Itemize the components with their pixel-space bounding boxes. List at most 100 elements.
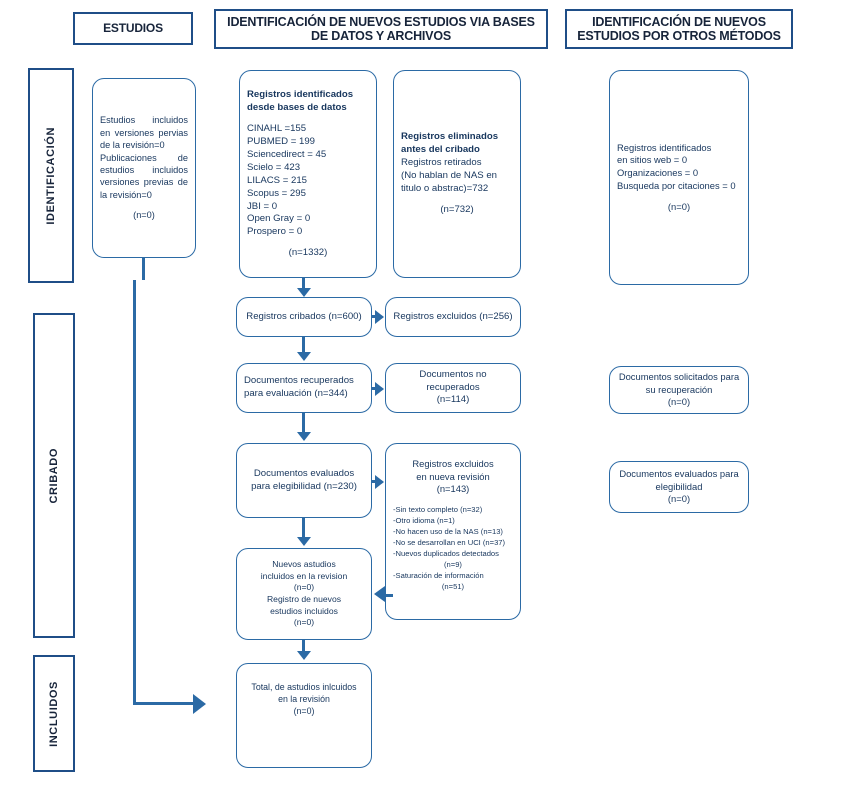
documentos-evaluados-otros-line1: Documentos evaluados para	[619, 467, 739, 479]
connector-cribados-to-recuperados	[302, 337, 305, 352]
reason-duplicados-count: (n=9)	[444, 560, 462, 570]
node-registros-cribados: Registros cribados (n=600)	[236, 297, 372, 337]
registros-identificados-title2: desde bases de datos	[247, 101, 347, 113]
node-documentos-evaluados-elegibilidad: Documentos evaluados para elegibilidad (…	[236, 443, 372, 518]
registros-eliminados-title1: Registros eliminados	[401, 131, 499, 143]
arrow-nuevos-estudios-to-total	[297, 651, 311, 660]
connector-estudios-previos-vertical	[133, 280, 136, 705]
node-nuevos-estudios-incluidos: Nuevos astudios incluidos en la revision…	[236, 548, 372, 640]
registros-eliminados-line1: Registros retirados	[401, 157, 482, 169]
arrow-identificados-to-cribados	[297, 288, 311, 297]
node-documentos-no-recuperados: Documentos no recuperados (n=114)	[385, 363, 521, 413]
nuevos-estudios-line2: incluidos en la revision	[260, 570, 348, 581]
reason-otro-idioma: -Otro idioma (n=1)	[393, 516, 455, 526]
registros-eliminados-title2: antes del cribado	[401, 144, 480, 156]
documentos-evaluados-otros-line3: (n=0)	[667, 493, 691, 505]
header-estudios-label: ESTUDIOS	[103, 20, 163, 35]
reason-saturacion: -Saturación de información	[393, 571, 484, 581]
node-documentos-evaluados-otros: Documentos evaluados para elegibilidad (…	[609, 461, 749, 513]
nuevos-estudios-line5: estudios incluidos	[270, 605, 338, 616]
connector-excluidos-nueva-to-nuevos-estudios	[385, 594, 393, 597]
documentos-solicitados-line1: Documentos solicitados para	[618, 370, 740, 382]
documentos-recuperados-line1: Documentos recuperados	[244, 375, 354, 387]
estudios-previos-line6: versiones previas de	[100, 177, 188, 188]
source-cinahl: CINAHL =155	[247, 122, 307, 134]
nuevos-estudios-line1: Nuevos astudios	[272, 559, 336, 570]
documentos-evaluados-line1: Documentos evaluados	[253, 467, 355, 479]
documentos-no-recuperados-line1: Documentos no recuperados	[419, 368, 487, 393]
documentos-solicitados-line3: (n=0)	[667, 396, 691, 408]
arrow-recuperados-to-no-recuperados	[375, 382, 384, 396]
registros-cribados-text: Registros cribados (n=600)	[246, 310, 362, 322]
otros-metodos-line1: Registros identificados	[617, 141, 712, 153]
registros-excluidos-text: Registros excluidos (n=256)	[393, 310, 513, 322]
source-jbi: JBI = 0	[247, 200, 278, 212]
source-scielo: Scielo = 423	[247, 161, 301, 173]
connector-estudios-previos-horizontal	[133, 702, 193, 705]
connector-evaluados-to-excluidos-nueva	[372, 480, 377, 483]
arrow-evaluados-to-nuevos-estudios	[297, 537, 311, 546]
node-registros-excluidos: Registros excluidos (n=256)	[385, 297, 521, 337]
registros-eliminados-count: (n=732)	[440, 203, 474, 215]
connector-recuperados-to-evaluados	[302, 413, 305, 433]
connector-evaluados-to-nuevos-estudios	[302, 518, 305, 538]
estudios-previos-line3: de la revisión=0	[100, 140, 165, 151]
node-registros-excluidos-nueva-revision: Registros excluidos en nueva revisión (n…	[385, 443, 521, 620]
total-incluidos-line3: (n=0)	[293, 705, 315, 716]
phase-label-incluidos-text: INCLUIDOS	[48, 680, 60, 747]
header-identificacion-bases-datos-label: IDENTIFICACIÓN DE NUEVOS ESTUDIOS VIA BA…	[227, 15, 535, 43]
connector-recuperados-to-no-recuperados	[372, 387, 377, 390]
phase-label-cribado: CRIBADO	[33, 313, 75, 638]
header-identificacion-bases-datos: IDENTIFICACIÓN DE NUEVOS ESTUDIOS VIA BA…	[214, 9, 548, 49]
nuevos-estudios-line3: (n=0)	[293, 582, 315, 593]
documentos-no-recuperados-line2: (n=114)	[436, 394, 470, 406]
reason-duplicados: -Nuevos duplicados detectados	[393, 549, 499, 559]
node-total-estudios-incluidos: Total, de astudios inlcuidos en la revis…	[236, 663, 372, 768]
phase-label-incluidos: INCLUIDOS	[33, 655, 75, 772]
arrow-estudios-previos-to-total	[193, 694, 206, 714]
arrow-excluidos-nueva-to-nuevos-estudios	[374, 586, 385, 602]
estudios-previos-line1: Estudios incluidos	[100, 115, 188, 126]
estudios-previos-count: (n=0)	[133, 210, 155, 221]
arrow-cribados-to-recuperados	[297, 352, 311, 361]
source-sciencedirect: Sciencedirect = 45	[247, 148, 327, 160]
otros-metodos-count: (n=0)	[667, 200, 691, 212]
documentos-evaluados-otros-line2: elegibilidad	[655, 480, 703, 492]
documentos-evaluados-line2: para elegibilidad (n=230)	[251, 480, 357, 492]
arrow-evaluados-to-excluidos-nueva	[375, 475, 384, 489]
source-lilacs: LILACS = 215	[247, 174, 308, 186]
registros-identificados-title1: Registros identificados	[247, 89, 354, 100]
phase-label-cribado-text: CRIBADO	[48, 447, 60, 504]
header-identificacion-otros-metodos: IDENTIFICACIÓN DE NUEVOS ESTUDIOS POR OT…	[565, 9, 793, 49]
source-scopus: Scopus = 295	[247, 187, 306, 199]
phase-label-identificacion: IDENTIFICACIÓN	[28, 68, 74, 283]
registros-eliminados-line2: (No hablan de NAS en	[401, 170, 497, 181]
connector-estudios-previos-stub	[142, 258, 145, 280]
excluidos-nueva-title2: en nueva revisión	[416, 470, 490, 482]
arrow-recuperados-to-evaluados	[297, 432, 311, 441]
otros-metodos-line2: en sitios web = 0	[617, 154, 688, 166]
registros-eliminados-line3: titulo o abstrac)=732	[401, 182, 489, 194]
documentos-solicitados-line2: su recuperación	[645, 383, 713, 395]
reason-no-usan-nas: -No hacen uso de la NAS (n=13)	[393, 527, 503, 537]
total-incluidos-line1: Total, de astudios inlcuidos	[251, 682, 357, 692]
node-registros-identificados-bases: Registros identificados desde bases de d…	[239, 70, 377, 278]
estudios-previos-line2: en versiones pervias	[100, 127, 188, 138]
source-open-gray: Open Gray = 0	[247, 213, 311, 225]
node-estudios-previos: Estudios incluidos en versiones pervias …	[92, 78, 196, 258]
reason-no-uci: -No se desarrollan en UCI (n=37)	[393, 538, 506, 548]
header-identificacion-otros-metodos-label: IDENTIFICACIÓN DE NUEVOS ESTUDIOS POR OT…	[577, 15, 781, 43]
excluidos-nueva-title1: Registros excluidos	[412, 458, 494, 469]
estudios-previos-line7: la revisión=0	[100, 189, 152, 200]
source-pubmed: PUBMED = 199	[247, 135, 315, 147]
connector-cribados-to-excluidos	[372, 315, 377, 318]
reason-sin-texto-completo: -Sin texto completo (n=32)	[393, 505, 483, 515]
nuevos-estudios-line6: (n=0)	[293, 617, 315, 628]
excluidos-nueva-count: (n=143)	[436, 483, 470, 495]
total-incluidos-line2: en la revisión	[278, 693, 330, 704]
documentos-recuperados-line2: para evaluación (n=344)	[244, 388, 348, 399]
nuevos-estudios-line4: Registro de nuevos	[266, 594, 342, 604]
source-prospero: Prospero = 0	[247, 226, 303, 238]
header-estudios: ESTUDIOS	[73, 12, 193, 45]
